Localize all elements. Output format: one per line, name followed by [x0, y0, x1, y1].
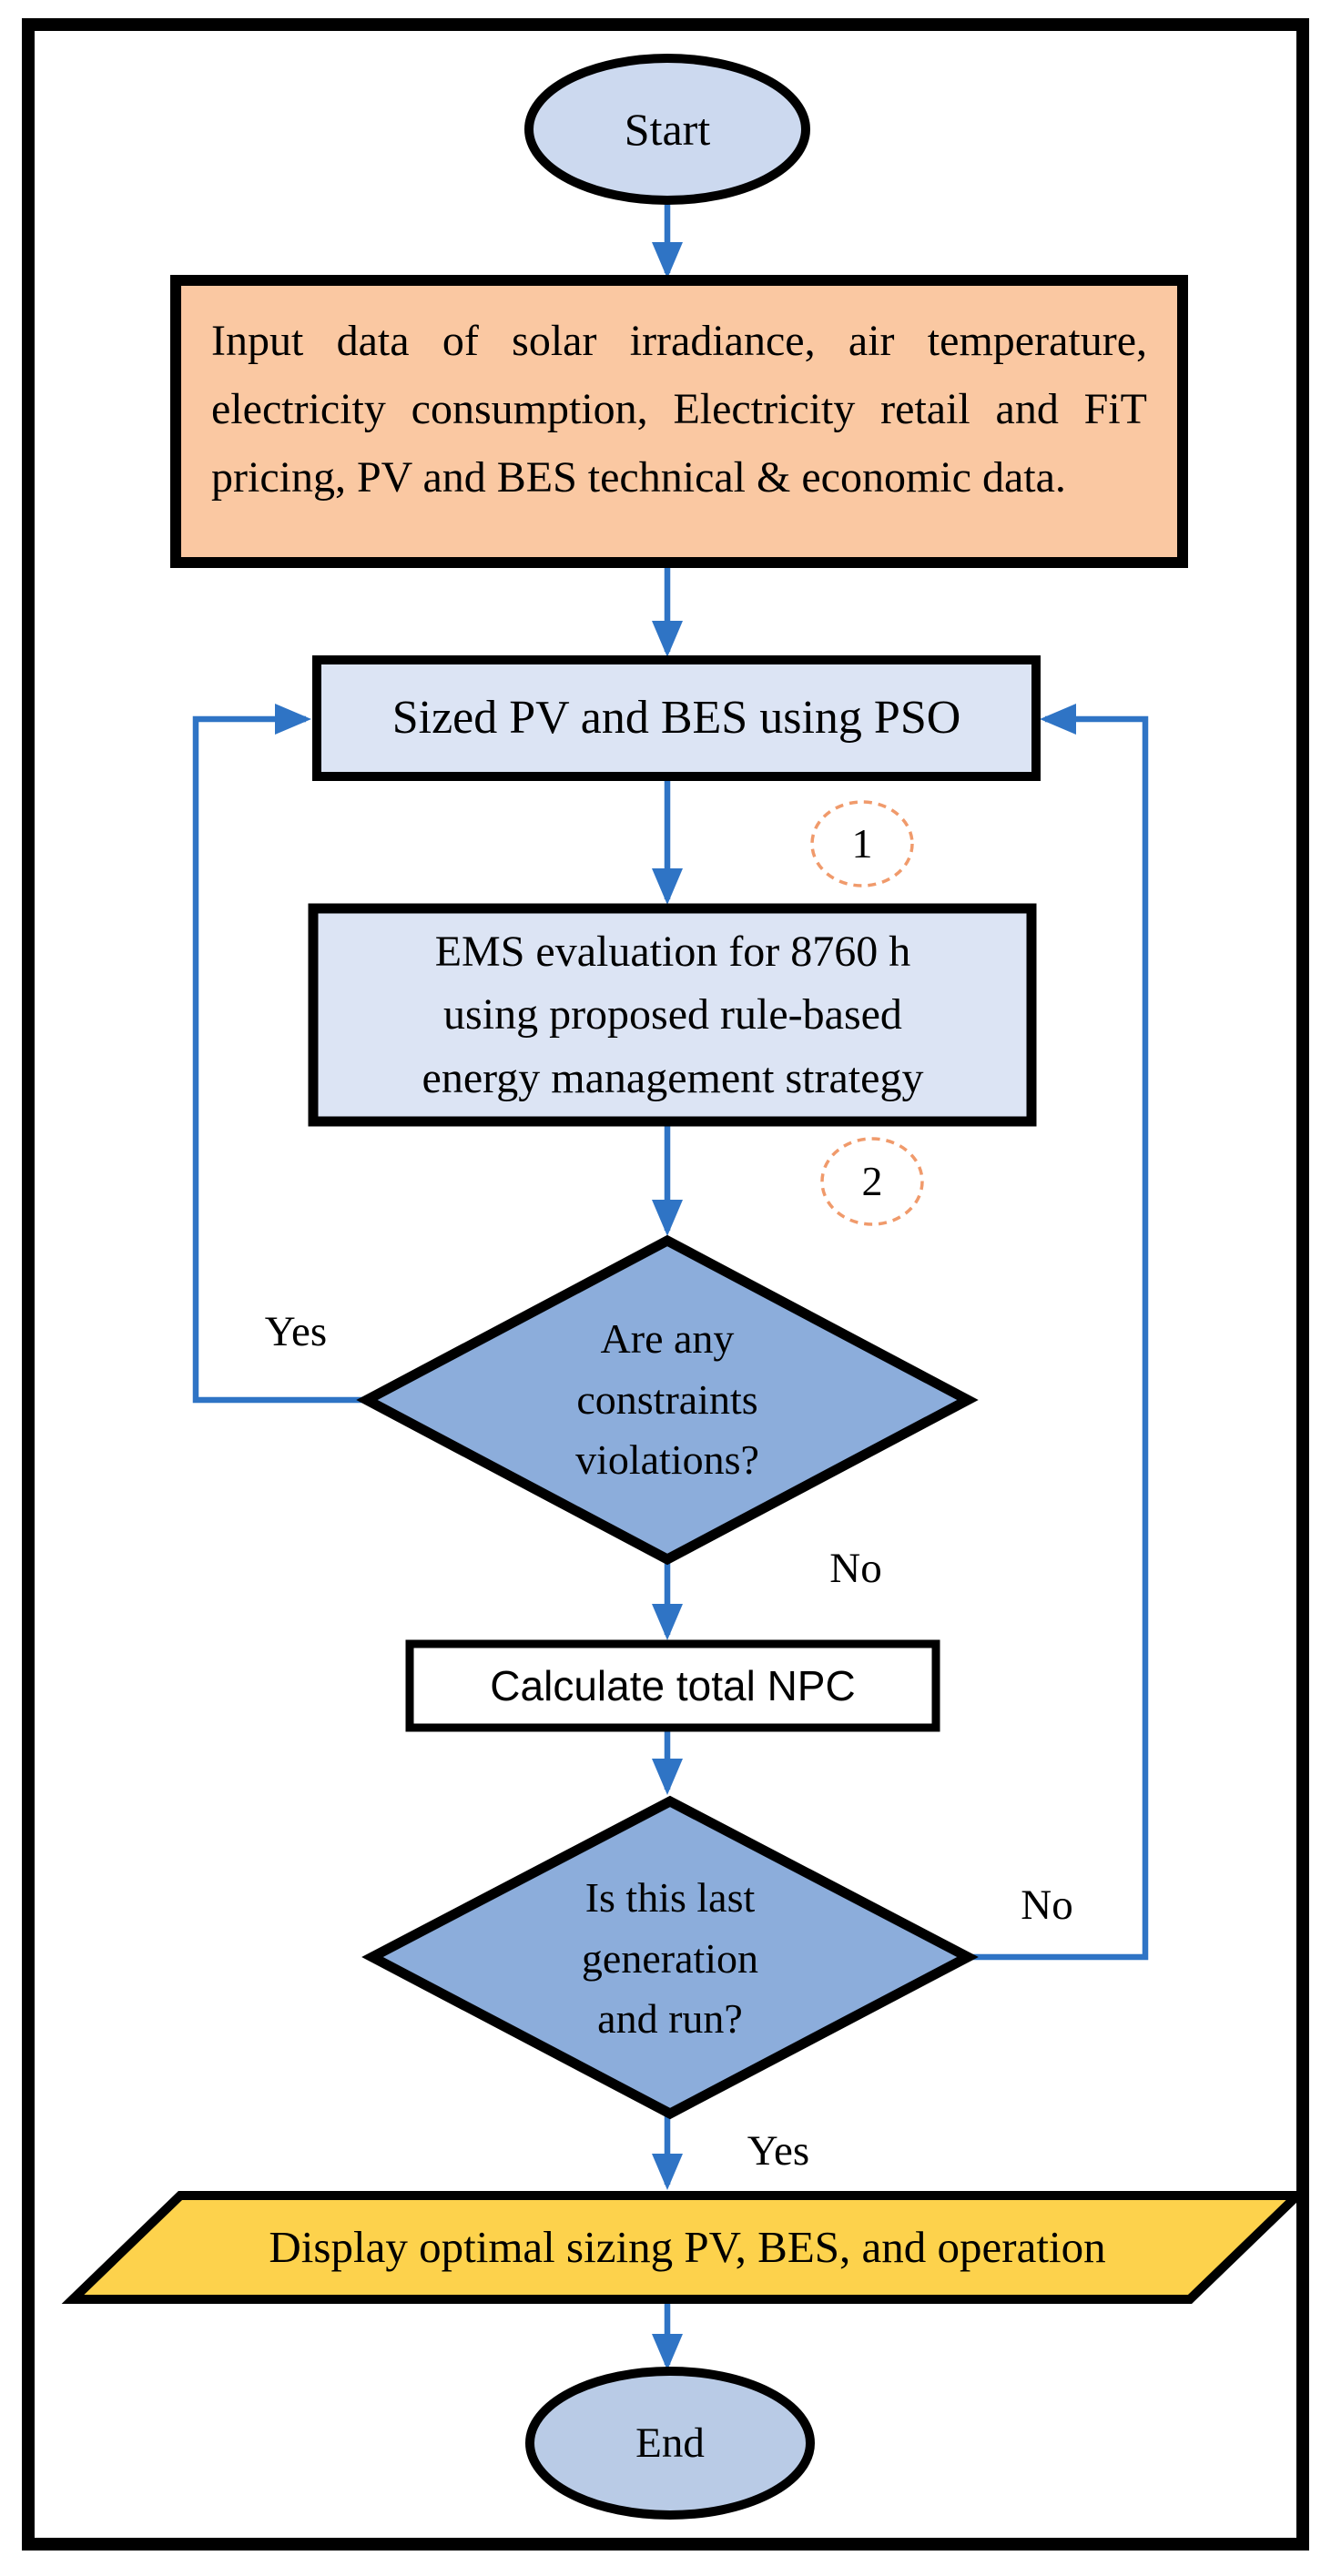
badge-1-circle: [810, 800, 914, 887]
display-output-label: Display optimal sizing PV, BES, and oper…: [269, 2222, 1106, 2273]
no-down-label: No: [829, 1544, 882, 1592]
no-loop-label: No: [1021, 1881, 1073, 1929]
end-terminal-shape: [525, 2367, 815, 2520]
outer-frame: [22, 18, 1309, 2551]
ems-label: EMS evaluation for 8760 h using proposed…: [422, 927, 924, 1102]
decision-last-generation-shape: [361, 1795, 979, 2120]
badge-2-circle: [820, 1137, 924, 1226]
edge-no-loopback: [965, 704, 1149, 1961]
display-output-shape: [61, 2191, 1309, 2304]
edge-yes-loopback: [192, 704, 370, 1404]
input-data-shape: [170, 275, 1188, 568]
sizing-label: Sized PV and BES using PSO: [391, 692, 961, 745]
calculate-npc-shape: [405, 1639, 940, 1732]
yes-down-label: Yes: [747, 2126, 810, 2175]
connector-lines: [192, 201, 1149, 2370]
decision-last-generation-label: Is this last generation and run?: [581, 1873, 759, 2043]
badge-1-label: 1: [851, 819, 873, 867]
decision-constraints-shape: [356, 1234, 979, 1566]
ems-process-shape: [308, 903, 1037, 1127]
end-label: End: [635, 2419, 705, 2467]
badge-2-label: 2: [861, 1157, 883, 1204]
input-data-label: Input data of solar irradiance, air temp…: [211, 317, 1147, 502]
start-terminal-shape: [524, 54, 810, 205]
calculate-npc-label: Calculate total NPC: [490, 1661, 856, 1709]
sizing-process-shape: [312, 655, 1041, 781]
decision-constraints-label: Are any constraints violations?: [575, 1314, 759, 1484]
yes-loop-label: Yes: [264, 1307, 328, 1355]
start-label: Start: [624, 103, 711, 155]
